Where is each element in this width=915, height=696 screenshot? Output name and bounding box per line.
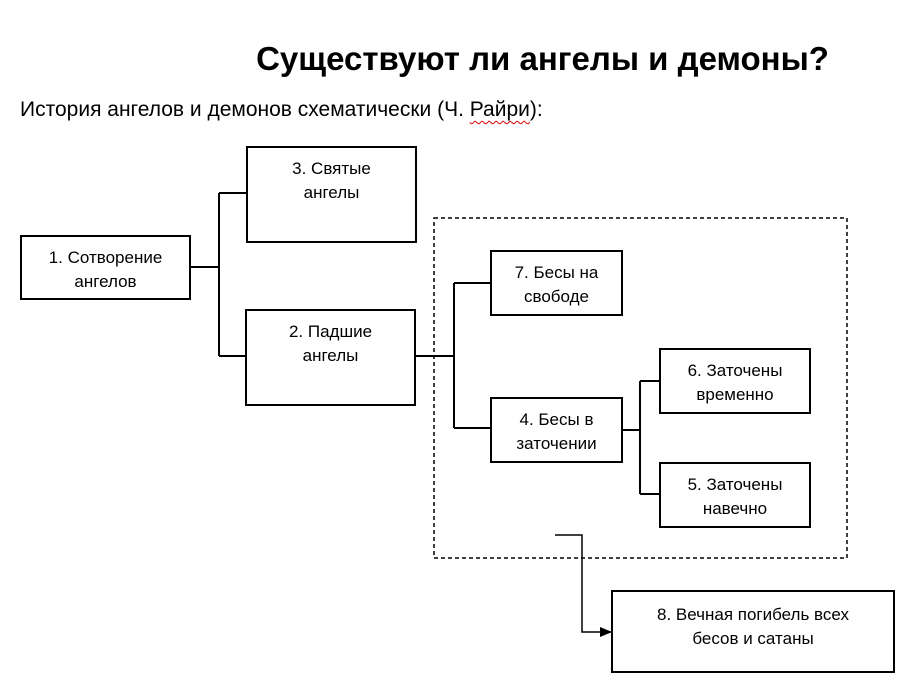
connector-fallen-to-demons [414,282,491,429]
node-free-line2: свободе [523,287,589,306]
subtitle-end: ): [529,98,543,121]
connector-imprisoned-to-subgroups [621,380,660,495]
page-title: Существуют ли ангелы и демоны? [256,40,829,77]
node-perdition-line2: бесов и сатаны [692,629,814,648]
node-fallen-line1: 2. Падшие [288,322,373,341]
node-imprisoned-line1: 4. Бесы в [519,410,594,429]
node-imprisoned-temporarily: 6. Заточены временно [659,348,811,414]
node-fallen-angels: 2. Падшие ангелы [245,309,416,406]
demons-group-frame [433,217,848,559]
node-temporary-line1: 6. Заточены [687,361,783,380]
node-imprisoned-forever: 5. Заточены навечно [659,462,811,528]
node-perdition-line1: 8. Вечная погибель всех [657,605,849,624]
node-imprisoned-line2: заточении [516,434,597,453]
node-forever-line1: 5. Заточены [687,475,783,494]
node-demons-imprisoned: 4. Бесы в заточении [490,397,623,463]
node-demons-free: 7. Бесы на свободе [490,250,623,316]
arrow-to-perdition [555,534,612,637]
connector-creation-to-angels [190,192,247,357]
subtitle: История ангелов и демонов схематически (… [20,98,543,122]
node-free-line1: 7. Бесы на [514,263,599,282]
subtitle-text: История ангелов и демонов схематически (… [20,98,470,121]
node-holy-line2: ангелы [303,183,360,202]
node-eternal-perdition: 8. Вечная погибель всех бесов и сатаны [611,590,895,673]
node-holy-angels: 3. Святые ангелы [246,146,417,243]
node-forever-line2: навечно [702,499,768,518]
node-holy-line1: 3. Святые [292,159,371,178]
node-fallen-line2: ангелы [302,346,359,365]
node-temporary-line2: временно [696,385,774,404]
node-creation-of-angels: 1. Сотворение ангелов [20,235,191,300]
node-creation-line2: ангелов [74,272,137,291]
node-creation-line1: 1. Сотворение [48,248,163,267]
subtitle-author-name: Райри [469,98,530,121]
